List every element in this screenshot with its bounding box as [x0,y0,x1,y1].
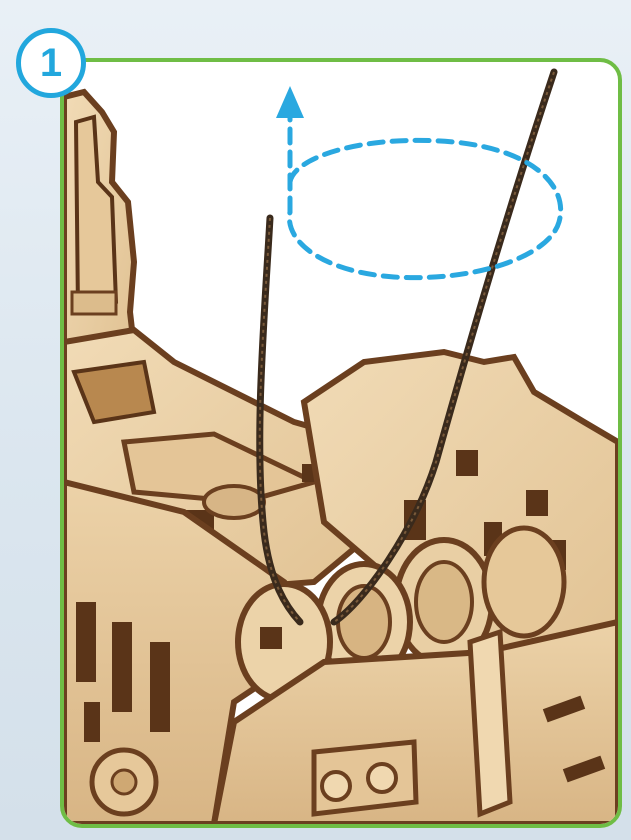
instruction-step-panel [60,58,622,828]
wooden-tower [64,92,134,357]
step-number-badge: 1 [16,28,86,98]
wooden-mechanism-illustration [64,62,618,824]
step-number-label: 1 [40,43,62,83]
